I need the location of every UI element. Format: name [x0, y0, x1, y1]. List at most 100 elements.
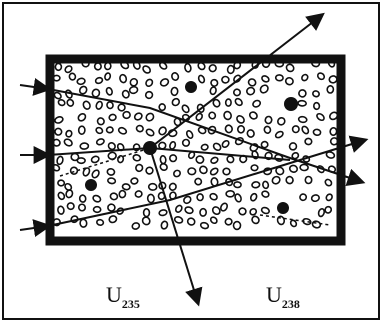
- hollow-circle-icon: [209, 192, 218, 201]
- hollow-circle-icon: [128, 85, 139, 95]
- hollow-circle-icon: [82, 100, 91, 110]
- hollow-circle-icon: [233, 181, 242, 189]
- hollow-circle-icon: [106, 167, 116, 176]
- hollow-circle-icon: [82, 167, 91, 177]
- hollow-circle-icon: [65, 189, 74, 199]
- hollow-circle-icon: [297, 99, 307, 107]
- hollow-circle-icon: [225, 189, 236, 198]
- hollow-circle-icon: [76, 157, 86, 165]
- filled-circle-icon: [277, 202, 289, 214]
- hollow-circle-icon: [249, 207, 258, 216]
- hollow-circle-icon: [261, 190, 270, 198]
- hollow-circle-icon: [133, 112, 143, 121]
- hollow-circle-icon: [274, 130, 284, 139]
- hollow-circle-icon: [329, 137, 337, 146]
- hollow-circle-icon: [232, 220, 242, 231]
- label-u235-symbol: U: [106, 282, 122, 307]
- hollow-circle-icon: [250, 164, 259, 172]
- hollow-circle-icon: [169, 154, 178, 163]
- hollow-circle-icon: [91, 169, 100, 179]
- hollow-circle-icon: [316, 72, 326, 81]
- hollow-circle-icon: [210, 156, 219, 164]
- hollow-circle-icon: [274, 63, 285, 68]
- hollow-circle-icon: [260, 140, 269, 149]
- hollow-circle-icon: [108, 215, 118, 224]
- hollow-circle-icon: [57, 191, 66, 201]
- hollow-circle-icon: [130, 177, 139, 185]
- hollow-circle-icon: [208, 64, 217, 73]
- hollow-circle-icon: [107, 177, 117, 185]
- hollow-circle-icon: [132, 143, 141, 152]
- hollow-circle-icon: [118, 189, 127, 199]
- hollow-circle-icon: [54, 164, 61, 172]
- hollow-circle-icon: [79, 142, 90, 150]
- hollow-circle-icon: [285, 175, 294, 185]
- hollow-circle-icon: [233, 88, 242, 97]
- hollow-circle-icon: [251, 181, 261, 189]
- hollow-circle-icon: [325, 193, 333, 202]
- hollow-circle-icon: [77, 125, 86, 135]
- hollow-circle-icon: [64, 182, 73, 191]
- hollow-circle-icon: [119, 73, 128, 84]
- hollow-circle-icon: [159, 63, 168, 70]
- hollow-circle-icon: [221, 139, 230, 149]
- hollow-circle-icon: [173, 169, 181, 178]
- hollow-circle-icon: [173, 216, 184, 224]
- hollow-circle-icon: [264, 115, 273, 125]
- hollow-circle-icon: [304, 175, 313, 185]
- hollow-circle-icon: [194, 177, 203, 186]
- hollow-circle-icon: [325, 151, 336, 159]
- hollow-circle-icon: [106, 101, 114, 110]
- hollow-circle-icon: [66, 98, 75, 107]
- hollow-circle-icon: [277, 116, 286, 126]
- hollow-circle-icon: [94, 76, 104, 85]
- hollow-circle-icon: [284, 76, 294, 86]
- u235-nuclei: [85, 81, 298, 214]
- hollow-circle-icon: [184, 63, 192, 73]
- hollow-circle-icon: [329, 127, 337, 136]
- hollow-circle-icon: [297, 115, 308, 124]
- hollow-circle-icon: [134, 190, 143, 198]
- fission-neutron-dashed: [59, 147, 151, 177]
- hollow-circle-icon: [93, 63, 102, 71]
- hollow-circle-icon: [299, 163, 309, 172]
- hollow-circle-icon: [224, 124, 233, 134]
- hollow-circle-icon: [54, 127, 63, 136]
- hollow-circle-icon: [311, 220, 322, 229]
- hollow-circle-icon: [234, 193, 242, 203]
- hollow-circle-icon: [132, 154, 142, 162]
- hollow-circle-icon: [145, 112, 155, 122]
- hollow-circle-icon: [92, 194, 102, 203]
- hollow-circle-icon: [207, 125, 217, 135]
- hollow-circle-icon: [324, 178, 333, 187]
- hollow-circle-icon: [291, 125, 300, 134]
- hollow-circle-icon: [105, 86, 113, 96]
- hollow-circle-icon: [259, 84, 269, 94]
- hollow-circle-icon: [252, 99, 262, 108]
- hollow-circle-icon: [238, 207, 247, 216]
- hollow-circle-icon: [262, 180, 270, 190]
- hollow-circle-icon: [77, 203, 87, 212]
- hollow-circle-icon: [324, 205, 333, 214]
- hollow-circle-icon: [310, 63, 321, 68]
- hollow-circle-icon: [171, 72, 180, 81]
- hollow-circle-icon: [129, 77, 139, 87]
- hollow-circle-icon: [81, 63, 90, 68]
- hollow-circle-icon: [185, 130, 194, 139]
- hollow-circle-icon: [159, 78, 170, 87]
- hollow-circle-icon: [54, 138, 61, 147]
- hollow-circle-icon: [210, 78, 219, 87]
- hollow-circle-icon: [159, 162, 168, 172]
- hollow-circle-icon: [171, 97, 181, 107]
- hollow-circle-icon: [312, 90, 320, 98]
- hollow-circle-icon: [226, 155, 235, 164]
- hollow-circle-icon: [291, 151, 300, 160]
- neutron-path-top: [47, 88, 366, 186]
- label-u238: U238: [266, 282, 300, 311]
- hollow-circle-icon: [329, 111, 337, 121]
- hollow-circle-icon: [117, 126, 128, 135]
- hollow-circle-icon: [328, 75, 337, 84]
- hollow-circle-icon: [145, 128, 155, 137]
- hollow-circle-icon: [69, 166, 79, 175]
- hollow-circle-icon: [226, 64, 235, 75]
